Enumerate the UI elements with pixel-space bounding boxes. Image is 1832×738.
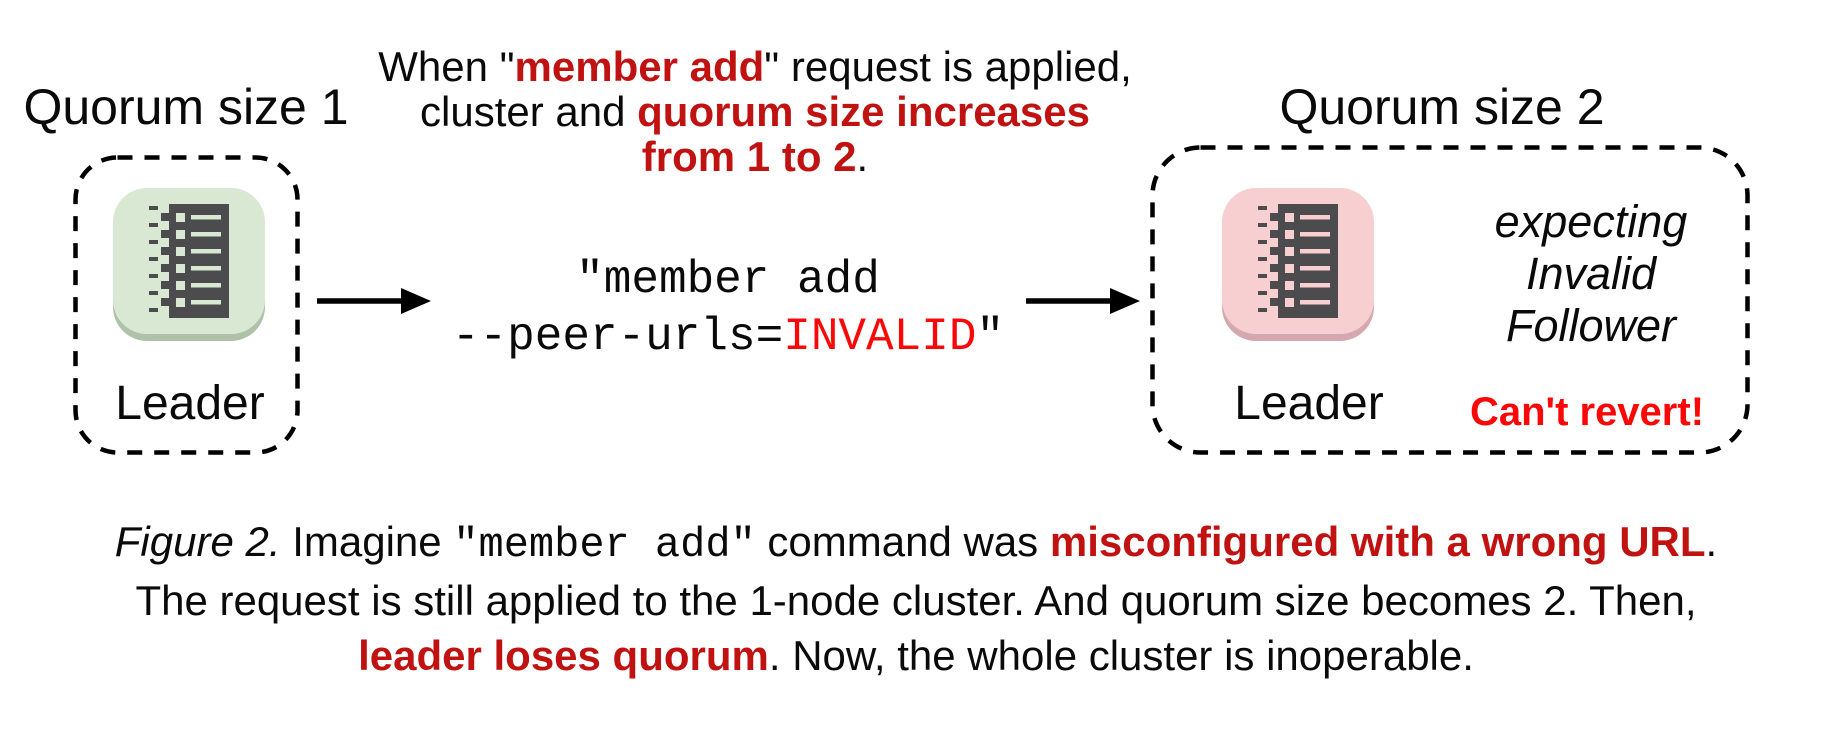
- figure-number: Figure 2.: [114, 518, 281, 565]
- command-text: ": [976, 311, 1005, 363]
- expecting-invalid-follower-note: expecting Invalid Follower: [1495, 196, 1688, 352]
- caption-code: "member add": [453, 521, 756, 569]
- annotation-line-1: When "member add" request is applied,: [378, 44, 1132, 89]
- server-log-icon: [1258, 204, 1338, 318]
- annotation-highlight: from 1 to 2: [641, 133, 857, 180]
- annotation-text: " request is applied,: [764, 43, 1132, 90]
- annotation-text: When ": [378, 43, 515, 90]
- dashed-border: [1150, 145, 1750, 455]
- caption-text: . Now, the whole cluster is inoperable.: [768, 632, 1474, 679]
- right-cluster-title: Quorum size 2: [1279, 79, 1605, 135]
- annotation-text: cluster and: [420, 88, 638, 135]
- caption-line-1: Figure 2. Imagine "member add" command w…: [115, 514, 1717, 573]
- leader-node-right: [1222, 188, 1374, 334]
- caption-text: The request is still applied to the 1-no…: [135, 577, 1697, 624]
- command-line-1: "member add: [452, 252, 1004, 309]
- annotation-line-3: from 1 to 2.: [378, 134, 1132, 179]
- command-text: --peer-urls=: [451, 311, 784, 363]
- caption-line-3: leader loses quorum. Now, the whole clus…: [115, 628, 1717, 683]
- command-text: "member add: [576, 254, 880, 306]
- caption-text: command was: [755, 518, 1050, 565]
- right-arrow-icon: [317, 288, 431, 314]
- member-add-command: "member add --peer-urls=INVALID": [452, 252, 1004, 366]
- caption-line-2: The request is still applied to the 1-no…: [115, 573, 1717, 628]
- annotation-line-2: cluster and quorum size increases: [378, 89, 1132, 134]
- expecting-line: Invalid: [1525, 248, 1657, 299]
- server-log-icon: [149, 204, 229, 318]
- annotation-highlight: quorum size increases: [637, 88, 1090, 135]
- arrow-command-to-right: [1026, 285, 1142, 322]
- expecting-line: Follower: [1505, 300, 1677, 351]
- dashed-border: [73, 155, 300, 455]
- caption-text: .: [1705, 518, 1718, 565]
- right-cluster-box: [1150, 145, 1750, 455]
- expecting-line: expecting: [1494, 196, 1688, 247]
- right-arrow-icon: [1026, 288, 1140, 314]
- annotation-text: .: [856, 133, 869, 180]
- caption-highlight: leader loses quorum: [358, 632, 769, 679]
- leader-node-left: [113, 188, 265, 334]
- cant-revert-warning: Can't revert!: [1469, 390, 1705, 434]
- right-node-label: Leader: [1234, 377, 1384, 430]
- command-line-2: --peer-urls=INVALID": [452, 309, 1004, 366]
- caption-text: Imagine: [280, 518, 454, 565]
- left-node-label: Leader: [115, 377, 265, 430]
- left-cluster-box: [73, 155, 300, 455]
- annotation-highlight: member add: [514, 43, 765, 90]
- caption-highlight: misconfigured with a wrong URL: [1049, 518, 1706, 565]
- figure-caption: Figure 2. Imagine "member add" command w…: [115, 514, 1717, 683]
- command-invalid-value: INVALID: [783, 311, 977, 363]
- left-cluster-title: Quorum size 1: [23, 79, 349, 135]
- arrow-left-to-command: [317, 285, 433, 322]
- member-add-annotation: When "member add" request is applied, cl…: [378, 44, 1132, 179]
